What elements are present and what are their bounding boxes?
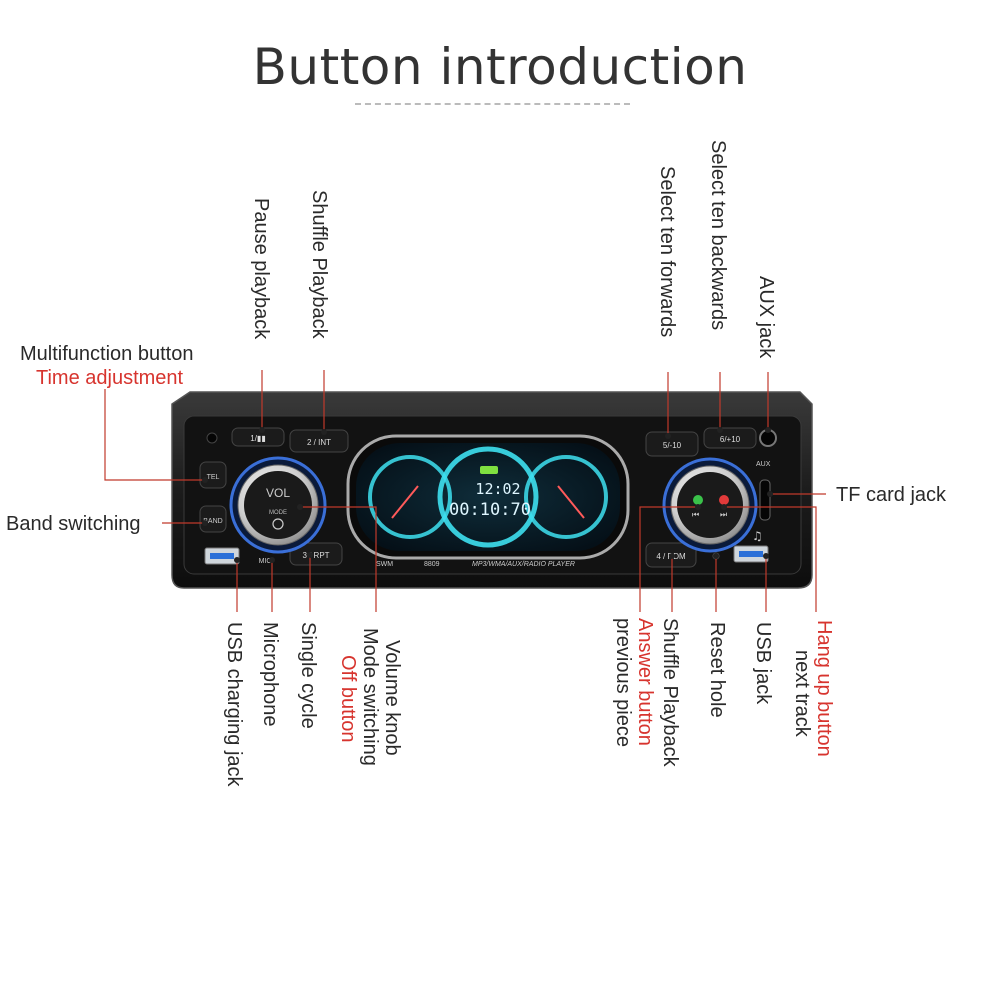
label-previous-piece: previous piece xyxy=(612,618,634,747)
button-6-plus10[interactable]: 6/+10 xyxy=(703,427,757,449)
label-shuffle-playback-top: Shuffle Playback xyxy=(308,190,330,340)
next-track-icon: ⏭ xyxy=(720,510,727,519)
label-reset-hole: Reset hole xyxy=(706,622,728,718)
svg-text:VOL: VOL xyxy=(266,486,290,500)
leader-lines xyxy=(104,370,826,612)
label-microphone: Microphone xyxy=(259,622,281,727)
svg-text:3 / RPT: 3 / RPT xyxy=(302,551,329,560)
lcd-display: 12:02 00:10:70 xyxy=(346,434,630,560)
music-note-icon: ♫ xyxy=(752,529,763,543)
right-needle xyxy=(557,485,585,519)
model-label: 8809 xyxy=(424,561,440,568)
mic-label: MIC xyxy=(259,558,272,565)
lcd-bottom-text: 00:10:70 xyxy=(449,500,531,520)
answer-call-icon xyxy=(693,495,703,505)
microphone-hole xyxy=(206,432,218,444)
label-next-track: next track xyxy=(791,650,813,738)
svg-text:5/-10: 5/-10 xyxy=(663,441,682,450)
right-gauge xyxy=(524,455,608,539)
label-tf-card-jack: TF card jack xyxy=(836,484,947,506)
car-icon xyxy=(480,466,498,474)
svg-text:MODE: MODE xyxy=(269,510,287,516)
label-volume-knob: Volume knob xyxy=(381,640,403,756)
button-5-minus10[interactable]: 5/-10 xyxy=(645,431,699,457)
usb-charging-port-tongue xyxy=(210,553,234,559)
aux-label: AUX xyxy=(756,461,771,468)
center-gauge xyxy=(437,446,539,548)
button-band[interactable]: BAND xyxy=(199,505,227,533)
label-band-switching: Band switching xyxy=(6,513,141,535)
label-shuffle-playback-bottom: Shuffle Playback xyxy=(659,618,681,768)
player-text: MP3/WMA/AUX/RADIO PLAYER xyxy=(472,561,575,568)
svg-text:TEL: TEL xyxy=(207,474,220,481)
brand-label: SWM xyxy=(376,561,393,568)
label-usb-charging-jack: USB charging jack xyxy=(223,622,245,788)
hangup-call-icon xyxy=(719,495,729,505)
label-single-cycle: Single cycle xyxy=(297,622,319,729)
answer-hangup-knob[interactable]: ⏮ ⏭ xyxy=(662,457,758,553)
label-pause-playback: Pause playback xyxy=(250,198,272,340)
button-tel[interactable]: TEL xyxy=(199,461,227,489)
button-3-rpt[interactable]: 3 / RPT xyxy=(289,542,343,566)
label-select-ten-forwards: Select ten forwards xyxy=(656,166,678,337)
label-usb-jack: USB jack xyxy=(752,622,774,705)
button-1-pause[interactable]: 1/▮▮ xyxy=(231,427,285,447)
svg-text:BAND: BAND xyxy=(203,518,222,525)
title-divider xyxy=(355,103,630,105)
label-time-adjustment: Time adjustment xyxy=(36,367,184,389)
volume-knob[interactable]: VOL MODE xyxy=(229,456,327,554)
page-title: Button introduction xyxy=(252,38,748,96)
svg-text:2 / INT: 2 / INT xyxy=(307,438,331,447)
label-answer-button: Answer button xyxy=(634,618,656,746)
label-hang-up-button: Hang up button xyxy=(813,620,835,757)
power-icon xyxy=(272,518,284,530)
tf-card-slot[interactable] xyxy=(759,479,771,521)
label-off-button: Off button xyxy=(337,655,359,742)
previous-track-icon: ⏮ xyxy=(692,510,699,519)
leader-dots xyxy=(202,427,773,563)
label-select-ten-backwards: Select ten backwards xyxy=(707,140,729,330)
svg-text:1/▮▮: 1/▮▮ xyxy=(250,434,265,443)
left-needle xyxy=(391,485,419,519)
label-mode-switching: Mode switching xyxy=(359,628,381,766)
label-multifunction: Multifunction button xyxy=(20,343,193,365)
lcd-top-text: 12:02 xyxy=(475,480,520,498)
car-stereo-device: 1/▮▮ 2 / INT 3 / RPT 5/-10 6/+10 4 / RDM… xyxy=(171,391,813,589)
left-gauge xyxy=(368,455,452,539)
svg-text:6/+10: 6/+10 xyxy=(720,435,741,444)
label-aux-jack: AUX jack xyxy=(755,276,777,359)
button-2-int[interactable]: 2 / INT xyxy=(289,429,349,453)
